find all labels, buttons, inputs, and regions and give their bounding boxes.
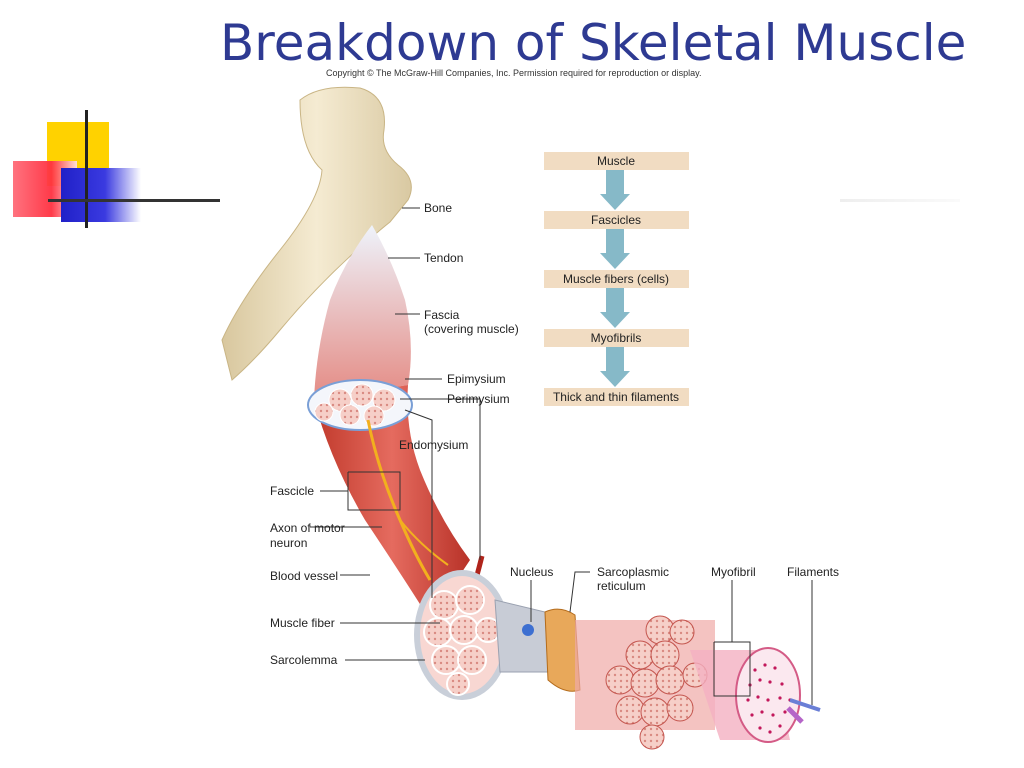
slide-title: Breakdown of Skeletal Muscle <box>220 14 967 72</box>
myofibril-bundle <box>575 615 715 750</box>
label-muscle-fiber: Muscle fiber <box>270 616 335 630</box>
flow-arrow <box>600 288 630 328</box>
deco-blue-square <box>61 168 141 222</box>
label-axon: Axon of motor <box>270 521 345 535</box>
flow-arrow <box>600 229 630 269</box>
fascicle-cross-section <box>414 570 510 700</box>
label-sarcolemma: Sarcolemma <box>270 653 338 667</box>
flow-step-filaments: Thick and thin filaments <box>553 390 679 404</box>
flow-box-filaments <box>544 388 689 406</box>
deco-vertical-line <box>85 110 88 228</box>
flow-arrow <box>600 347 630 387</box>
flow-box-fascicles <box>544 211 689 229</box>
myofibril-detail <box>690 647 821 743</box>
label-fascicle: Fascicle <box>270 484 314 498</box>
flow-box-muscle-fibers <box>544 270 689 288</box>
muscle-fiber-illustration <box>494 599 581 692</box>
label-tendon: Tendon <box>424 251 463 265</box>
flow-box-myofibrils <box>544 329 689 347</box>
label-fascia-detail: (covering muscle) <box>424 322 519 336</box>
label-blood-vessel: Blood vessel <box>270 569 338 583</box>
label-myofibril: Myofibril <box>711 565 756 579</box>
flow-step-myofibrils: Myofibrils <box>591 331 642 345</box>
bone-illustration <box>221 86 412 381</box>
flow-step-muscle: Muscle <box>597 154 635 168</box>
leader-lines <box>310 207 813 705</box>
flow-step-muscle-fibers: Muscle fibers (cells) <box>563 272 669 286</box>
label-endomysium: Endomysium <box>399 438 468 452</box>
label-sarcoplasmic-reticulum: Sarcoplasmic <box>597 565 669 579</box>
copyright-notice: Copyright © The McGraw-Hill Companies, I… <box>326 68 702 78</box>
label-bone: Bone <box>424 201 452 215</box>
deco-horizontal-line <box>48 199 220 202</box>
label-perimysium: Perimysium <box>447 392 510 406</box>
label-nucleus: Nucleus <box>510 565 553 579</box>
label-filaments: Filaments <box>787 565 839 579</box>
hierarchy-flowchart: Muscle Fascicles Muscle fibers (cells) M… <box>544 152 689 406</box>
label-axon-detail: neuron <box>270 536 307 550</box>
muscle-belly-illustration <box>307 225 485 620</box>
flow-step-fascicles: Fascicles <box>591 213 641 227</box>
label-epimysium: Epimysium <box>447 372 506 386</box>
flow-box-muscle <box>544 152 689 170</box>
label-sarcoplasmic-reticulum-detail: reticulum <box>597 579 646 593</box>
flow-arrow <box>600 170 630 210</box>
label-fascia: Fascia <box>424 308 460 322</box>
deco-faint-line <box>840 199 960 202</box>
